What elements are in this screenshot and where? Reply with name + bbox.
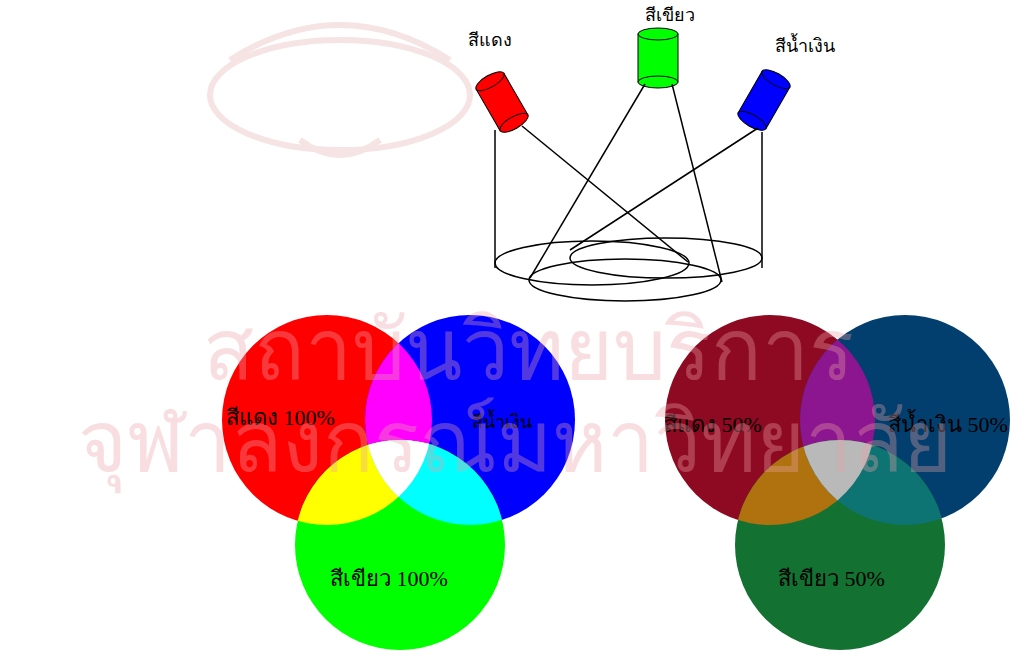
green-spotlight [638, 28, 678, 88]
light-spots [495, 238, 762, 301]
blue-spotlight [735, 66, 793, 134]
circle-label: สีเขียว 50% [778, 566, 885, 592]
watermark-text: จุฬาลงกรณ์มหาวิทยาลัย [78, 392, 952, 493]
light-label: สีเขียว [645, 5, 695, 27]
light-beams [495, 84, 762, 282]
light-label: สีน้ำเงิน [775, 36, 835, 58]
light-label: สีแดง [468, 30, 512, 52]
circle-label: สีเขียว 100% [330, 566, 448, 592]
watermark-text: สถาบันวิทยบริการ [203, 300, 854, 401]
emblem-watermark [210, 25, 470, 155]
